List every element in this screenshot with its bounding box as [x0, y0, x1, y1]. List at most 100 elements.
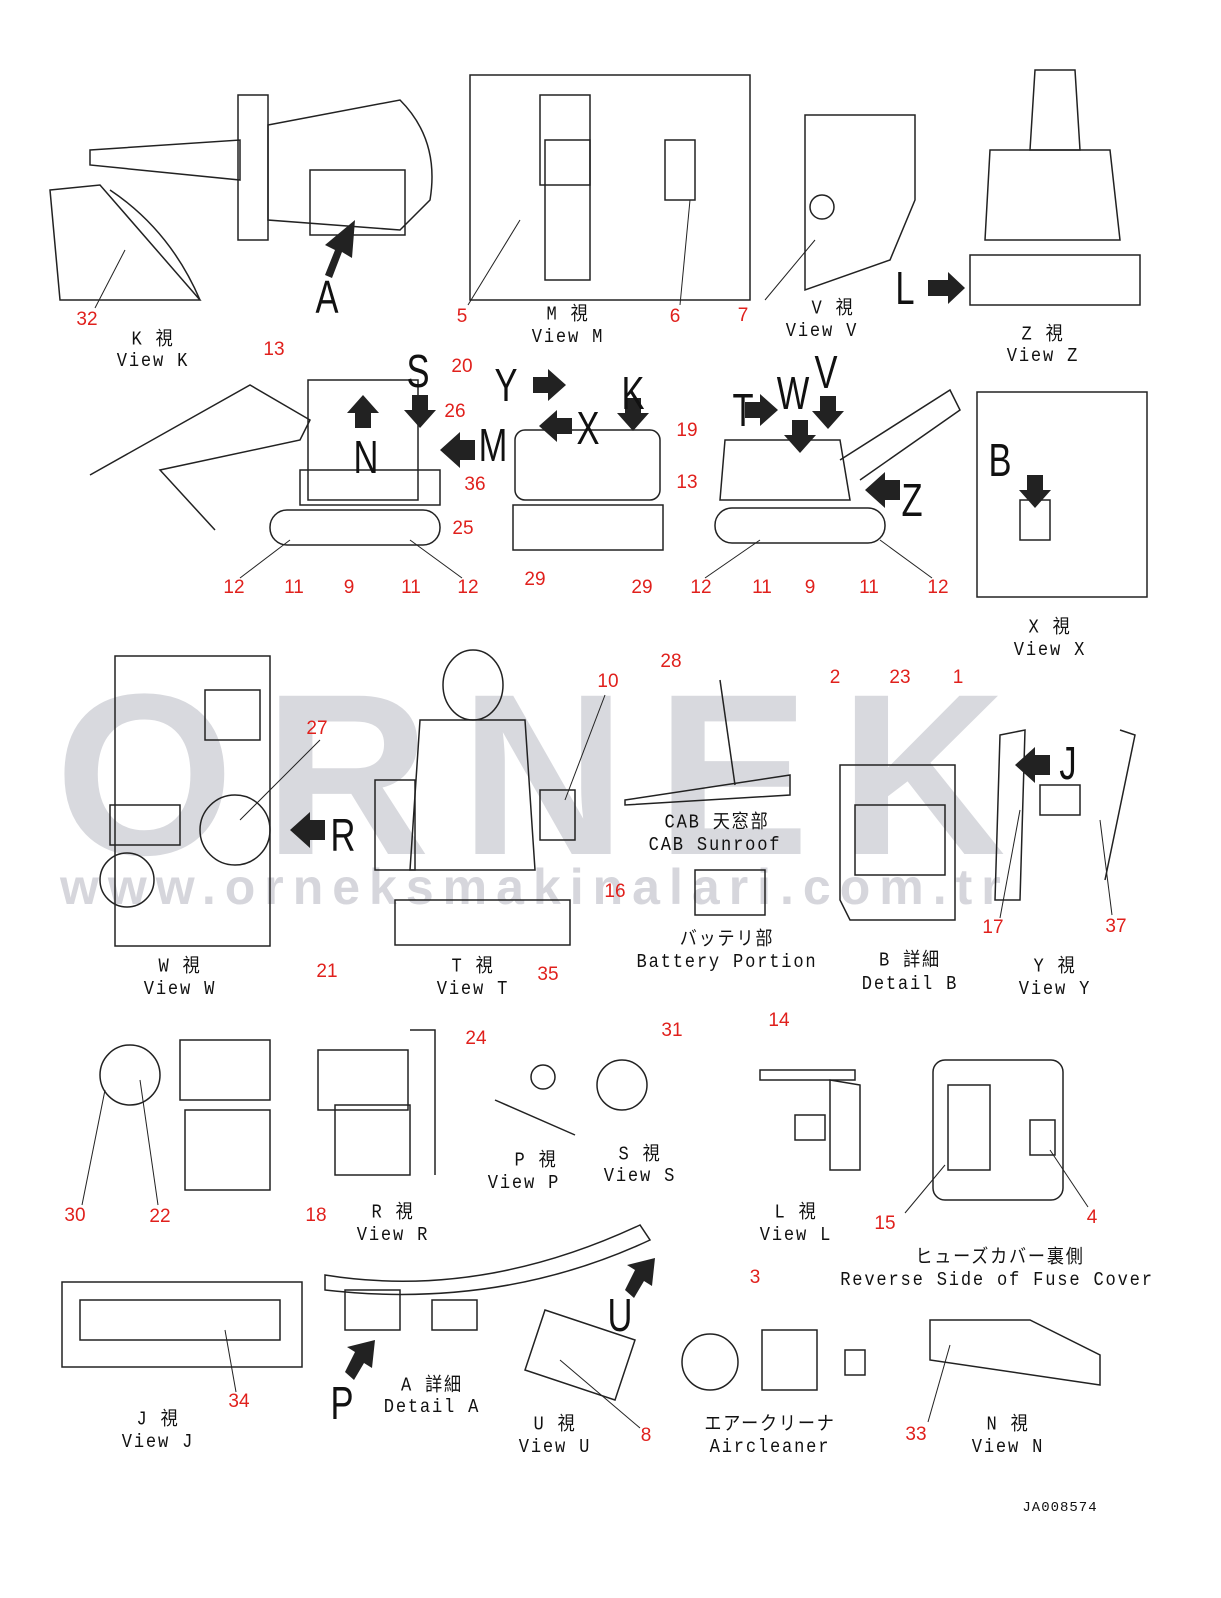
callout-number: 16	[604, 881, 626, 902]
callout-number: 35	[537, 964, 559, 985]
callout-number: 19	[676, 420, 698, 441]
view-letter: Z	[901, 474, 923, 526]
callout-number: 1	[952, 667, 964, 688]
caption-view-w-jp: W 視	[158, 955, 202, 978]
arrow-s	[404, 395, 436, 428]
drawing-view-r	[317, 1029, 436, 1176]
caption-view-t-jp: T 視	[451, 955, 495, 978]
caption-view-w: View W	[143, 978, 217, 1000]
callout-number: 2	[829, 667, 841, 688]
callout-number: 18	[305, 1205, 327, 1226]
caption-fuse-cover-jp: ヒューズカバー裏側	[915, 1246, 1085, 1269]
caption-view-j-jp: J 視	[136, 1408, 180, 1431]
view-letter: R	[330, 809, 356, 861]
view-letter: S	[406, 345, 430, 397]
callout-number: 31	[661, 1020, 683, 1041]
drawing-view-m	[469, 74, 751, 301]
arrow-k	[617, 398, 649, 431]
callout-number: 11	[859, 577, 879, 598]
leader-lines	[81, 199, 1113, 1429]
caption-detail-a: Detail A	[383, 1396, 481, 1418]
callout-number: 22	[149, 1206, 171, 1227]
caption-view-s: View S	[603, 1165, 677, 1187]
arrow-j	[1015, 747, 1050, 783]
callout-number: 21	[316, 961, 338, 982]
caption-view-l-jp: L 視	[774, 1201, 818, 1224]
callout-number: 7	[737, 305, 749, 326]
callout-number: 8	[640, 1425, 652, 1446]
drawing-detail-a	[324, 1224, 652, 1331]
drawing-view-j	[61, 1281, 303, 1368]
caption-view-v: View V	[785, 320, 859, 342]
drawing-view-r-left	[99, 1039, 271, 1191]
caption-view-x-jp: X 視	[1028, 616, 1072, 639]
arrow-t	[745, 394, 778, 426]
arrow-u	[625, 1258, 655, 1298]
arrow-x	[539, 410, 572, 442]
callout-number: 20	[451, 356, 473, 377]
caption-view-l: View L	[759, 1224, 833, 1246]
view-letter: V	[814, 346, 838, 398]
drawing-view-z	[969, 69, 1141, 306]
callout-number: 15	[874, 1213, 896, 1234]
callout-number: 12	[690, 577, 712, 598]
view-letter: Y	[494, 359, 518, 411]
caption-view-u: View U	[518, 1436, 592, 1458]
callout-number: 13	[676, 472, 698, 493]
view-letter: U	[607, 1289, 633, 1341]
callout-number: 3	[749, 1267, 761, 1288]
view-letter: L	[895, 262, 915, 314]
caption-view-r-jp: R 視	[371, 1201, 415, 1224]
callout-number: 11	[284, 577, 304, 598]
caption-detail-b: Detail B	[861, 973, 959, 995]
callout-number: 30	[64, 1205, 86, 1226]
caption-aircleaner: Aircleaner	[709, 1436, 831, 1458]
drawing-cab-sunroof	[624, 679, 791, 806]
drawing-view-l	[759, 1069, 861, 1171]
drawing-excavator-rear	[512, 429, 664, 551]
caption-fuse-cover: Reverse Side of Fuse Cover	[840, 1269, 1154, 1291]
arrow-w	[784, 420, 816, 453]
caption-detail-a-jp: A 詳細	[401, 1374, 463, 1397]
callout-number: 14	[768, 1010, 790, 1031]
view-letter: M	[478, 419, 508, 471]
callout-number: 29	[524, 569, 546, 590]
caption-view-n: View N	[971, 1436, 1045, 1458]
caption-view-y: View Y	[1018, 978, 1092, 1000]
callout-number: 12	[223, 577, 245, 598]
callout-number: 10	[597, 671, 619, 692]
callout-number: 6	[669, 306, 681, 327]
callout-number: 9	[804, 577, 816, 598]
arrow-b	[1019, 475, 1051, 508]
drawing-view-u	[524, 1309, 636, 1401]
caption-view-p-jp: P 視	[514, 1149, 558, 1172]
caption-cab-sunroof: CAB Sunroof	[648, 834, 782, 856]
caption-view-x: View X	[1013, 639, 1087, 661]
caption-aircleaner-jp: エアークリーナ	[704, 1413, 836, 1436]
arrow-p	[345, 1340, 375, 1380]
caption-cab-sunroof-jp: CAB 天窓部	[664, 811, 770, 834]
view-letter: X	[576, 402, 600, 454]
caption-view-t: View T	[436, 978, 510, 1000]
caption-view-u-jp: U 視	[533, 1413, 577, 1436]
callout-number: 24	[465, 1028, 487, 1049]
callout-number: 11	[401, 577, 421, 598]
arrow-y	[533, 369, 566, 401]
caption-view-n-jp: N 視	[986, 1413, 1030, 1436]
callout-number: 11	[752, 577, 772, 598]
drawing-code: JA008574	[1022, 1500, 1098, 1516]
drawing-view-s	[596, 1059, 648, 1111]
caption-battery-jp: バッテリ部	[679, 928, 775, 951]
drawing-fuse-cover	[932, 1059, 1064, 1201]
callout-number: 26	[444, 401, 466, 422]
callout-number: 28	[660, 651, 682, 672]
caption-view-v-jp: V 視	[811, 297, 855, 320]
caption-view-m: View M	[531, 326, 605, 348]
drawing-aircleaner	[681, 1329, 866, 1391]
view-letter: T	[732, 384, 754, 436]
drawing-view-k	[49, 184, 202, 301]
callout-number: 29	[631, 577, 653, 598]
drawing-top-view	[89, 94, 433, 241]
